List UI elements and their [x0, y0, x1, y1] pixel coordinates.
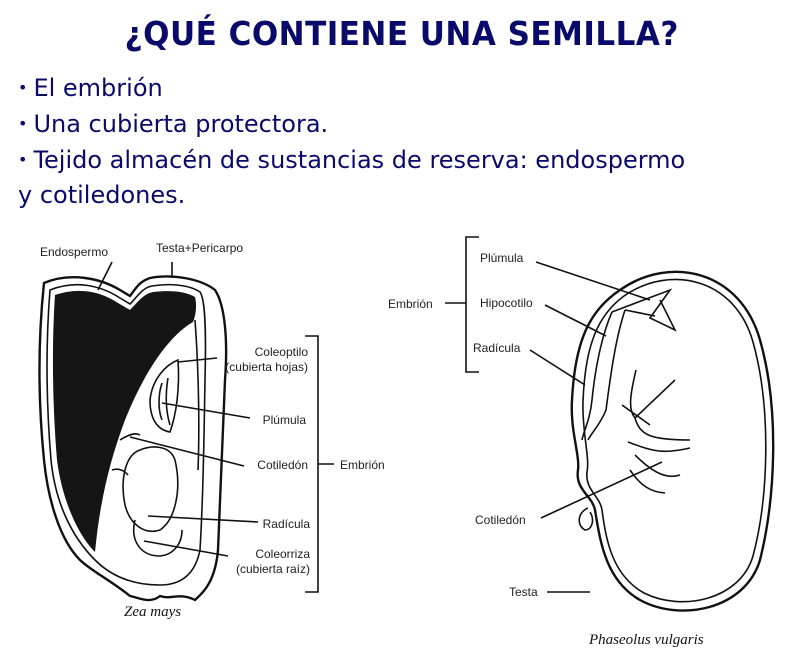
bean-embryo-bracket — [445, 236, 479, 373]
caption-zea-mays: Zea mays — [124, 604, 181, 620]
leader-plumule — [161, 402, 251, 419]
bean-label-embryo: Embrión — [388, 297, 433, 311]
bean-label-testa: Testa — [509, 585, 538, 599]
bullet-item-storage: •Tejido almacén de sustancias de reserva… — [18, 146, 686, 174]
bullet-icon: • — [18, 150, 28, 169]
leader-cotyledon — [129, 436, 245, 467]
label-coleorhiza-note: (cubierta raíz) — [236, 562, 310, 576]
bullet-list: •El embrión •Una cubierta protectora. •T… — [18, 70, 798, 213]
label-testa-pericarp: Testa+Pericarpo — [156, 241, 243, 255]
bullet-item-storage-cont: y cotiledones. — [18, 181, 186, 209]
bullet-item-embryo: •El embrión — [18, 74, 163, 102]
label-coleoptile-note: (cubierta hojas) — [225, 360, 308, 374]
corn-coleoptile — [149, 358, 180, 433]
caption-phaseolus-vulgaris: Phaseolus vulgaris — [588, 632, 704, 648]
leader-endosperm — [97, 261, 113, 291]
bean-hilum — [578, 507, 594, 531]
corn-scutellum-lines — [111, 319, 200, 476]
bean-testa-outer — [570, 270, 775, 612]
bean-hypocotyl — [581, 309, 626, 441]
label-radicle: Radícula — [263, 517, 311, 531]
page-title: ¿QUÉ CONTIENE UNA SEMILLA? — [124, 14, 679, 53]
label-embryo: Embrión — [340, 458, 385, 472]
leader-coleoptile — [177, 357, 218, 363]
bean-label-cotyledon: Cotiledón — [475, 513, 526, 527]
bean-label-hypocotyl: Hipocotilo — [480, 296, 533, 310]
corn-embryo-bracket — [305, 335, 334, 593]
corn-pericarp-inner — [46, 283, 207, 586]
label-coleorhiza: Coleorriza — [255, 547, 310, 561]
bean-leader-cotyledon — [540, 461, 663, 519]
label-endosperm: Endospermo — [40, 245, 108, 259]
bean-label-plumule: Plúmula — [480, 251, 524, 265]
leader-radicle — [147, 515, 259, 523]
bean-cotyledon-veins — [621, 369, 691, 494]
corn-seed-diagram: Endospermo Testa+Pericarpo Coleoptilo (c… — [38, 241, 385, 620]
bean-leader-hypocotyl — [544, 304, 607, 337]
corn-plumule — [158, 377, 171, 426]
bean-seed-diagram: Embrión Plúmula Hipocotilo Radícula Coti… — [388, 236, 775, 648]
corn-coleorhiza — [133, 519, 183, 557]
bean-testa-inner — [582, 278, 767, 603]
bullet-icon: • — [18, 114, 28, 133]
bean-label-radicle: Radícula — [473, 341, 521, 355]
bullet-icon: • — [18, 78, 28, 97]
corn-endosperm-fill — [52, 290, 197, 552]
bean-plumule — [611, 288, 677, 332]
bean-leader-plumule — [535, 261, 651, 301]
corn-radicle — [122, 446, 179, 532]
corn-outer-hull — [38, 275, 228, 602]
leader-coleorhiza — [143, 540, 229, 557]
label-coleoptile: Coleoptilo — [255, 345, 309, 359]
label-plumule: Plúmula — [263, 413, 307, 427]
bean-leader-radicle — [529, 349, 586, 386]
bullet-item-cover: •Una cubierta protectora. — [18, 110, 329, 138]
label-cotyledon: Cotiledón — [257, 458, 308, 472]
